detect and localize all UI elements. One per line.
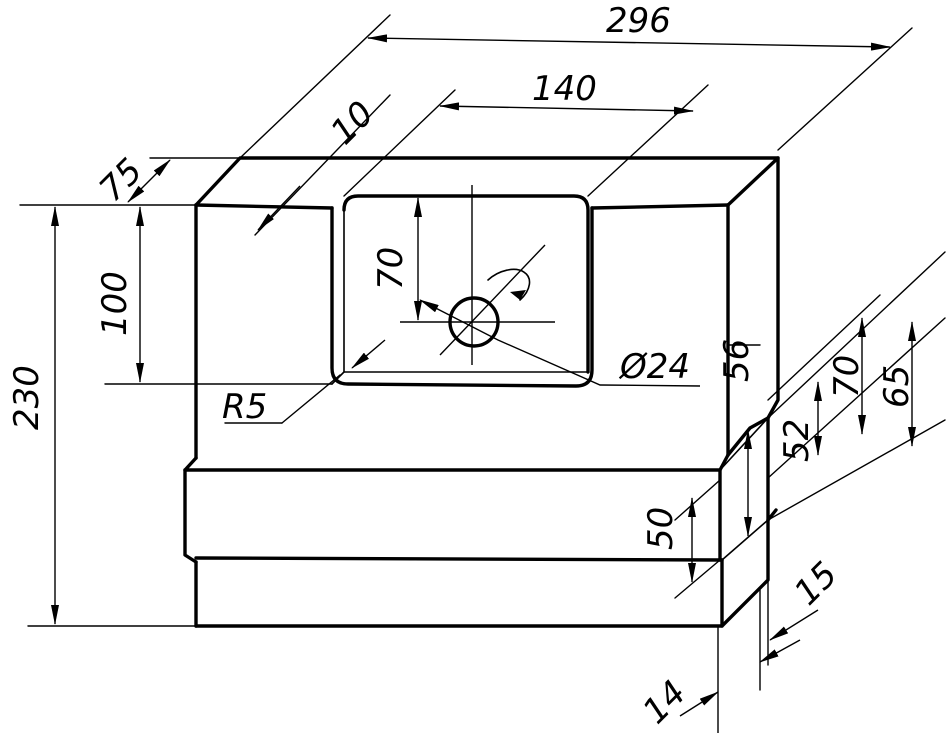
right-step-edge	[726, 416, 770, 457]
pocket-outer-outline	[330, 206, 594, 388]
front-top-edge-right	[590, 203, 730, 210]
bottom-right-edge	[720, 518, 770, 628]
hole-leader-line	[419, 299, 701, 387]
right-back-edge	[766, 156, 780, 522]
ext-296-left	[239, 14, 391, 159]
pocket	[330, 194, 594, 388]
rotation-symbol	[487, 268, 531, 301]
dim-line-75	[127, 159, 171, 203]
label-50: 50	[641, 507, 681, 550]
label-14: 14	[635, 673, 694, 732]
dim-line-10	[257, 185, 301, 231]
ext-r5-diag	[281, 374, 341, 424]
label-r5: R5	[222, 387, 267, 427]
label-d24: Ø24	[618, 347, 690, 387]
label-75: 75	[92, 151, 151, 210]
ext-50-a	[674, 479, 721, 521]
label-56: 56	[717, 339, 757, 382]
dim-line-296	[367, 34, 891, 51]
dim-line-r5	[351, 339, 386, 369]
label-296: 296	[606, 1, 671, 41]
ext-10-a	[254, 94, 391, 236]
groove-top-edge	[183, 453, 730, 472]
groove-front-face	[183, 468, 198, 564]
label-70-pocket: 70	[371, 247, 411, 290]
label-65: 65	[877, 365, 917, 408]
dim-line-14	[679, 691, 719, 717]
side-groove-line	[721, 519, 769, 561]
ext-50-b	[674, 559, 721, 599]
top-face	[194, 156, 780, 207]
dim-line-14-b	[759, 639, 801, 663]
hole	[400, 185, 701, 387]
ext-140-left	[343, 89, 456, 197]
dimension-lines	[51, 34, 916, 717]
dim-line-140	[439, 102, 694, 115]
label-15: 15	[787, 554, 846, 613]
groove-bottom-edge	[194, 556, 724, 562]
ext-140-right	[587, 84, 709, 197]
label-140: 140	[532, 69, 597, 109]
part-outline	[183, 156, 780, 628]
label-100: 100	[95, 271, 135, 336]
label-10: 10	[323, 94, 382, 153]
front-top-edge-left	[194, 203, 334, 210]
label-230: 230	[7, 365, 47, 430]
rotation-arrow-head	[510, 290, 526, 300]
label-70-side: 70	[827, 355, 867, 398]
ext-side-b	[767, 251, 946, 419]
dimension-labels: 296 140 10 75 230 100 70 R5 Ø24 56 70 65…	[7, 1, 917, 732]
pocket-inner-back	[342, 194, 590, 374]
pocket-inner-left	[331, 209, 345, 385]
center-line-diagonal	[439, 244, 546, 356]
dim-line-15	[769, 609, 819, 641]
label-52: 52	[777, 419, 817, 462]
ext-side-a	[767, 294, 881, 401]
